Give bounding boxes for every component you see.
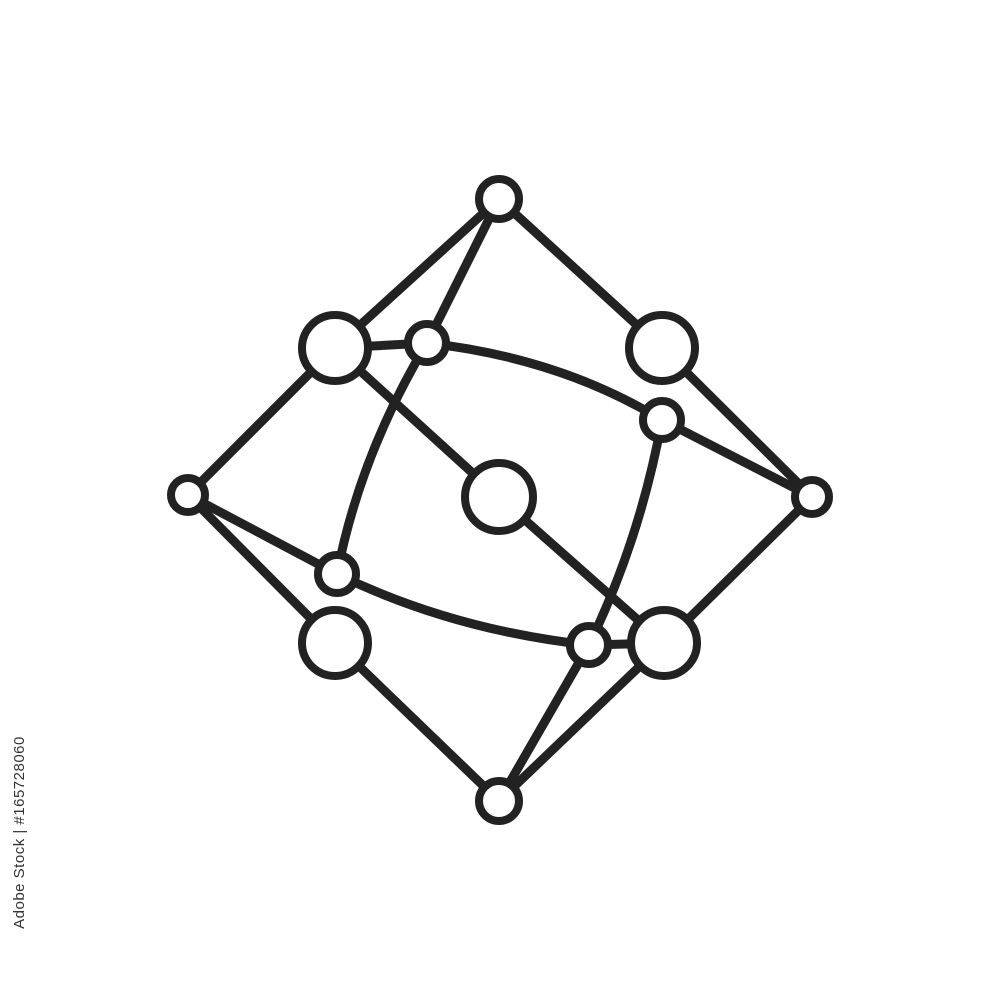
node-right <box>791 476 833 518</box>
node-inner-top <box>404 320 450 366</box>
node-inner-left <box>314 551 360 597</box>
curve-bottom-arc <box>332 569 594 650</box>
stock-id-label: Adobe Stock | #165728060 <box>2 736 36 929</box>
edge-bottom-left <box>330 638 504 806</box>
nodes <box>167 175 833 825</box>
node-lower-right-large <box>627 606 701 680</box>
edge-top-to-inner-top <box>422 194 504 348</box>
node-inner-right <box>639 397 685 443</box>
curve-top-arc <box>422 338 667 425</box>
edge-right-to-inner-right <box>657 415 817 502</box>
edge-bottom-right <box>494 638 669 806</box>
node-top <box>475 175 523 223</box>
node-left <box>167 474 209 516</box>
curve-left-arc <box>332 338 432 579</box>
curve-right-arc <box>584 415 667 650</box>
node-center <box>461 459 537 535</box>
node-bottom <box>475 777 523 825</box>
edge-bottom-to-inner-bottom <box>494 640 594 806</box>
node-inner-bottom <box>566 622 612 668</box>
node-upper-right-large <box>625 311 699 385</box>
node-upper-left-large <box>298 311 372 385</box>
node-lower-left-large <box>298 606 372 680</box>
stock-id-text: Adobe Stock | #165728060 <box>10 735 28 929</box>
edge-left-to-inner-left <box>183 490 342 579</box>
